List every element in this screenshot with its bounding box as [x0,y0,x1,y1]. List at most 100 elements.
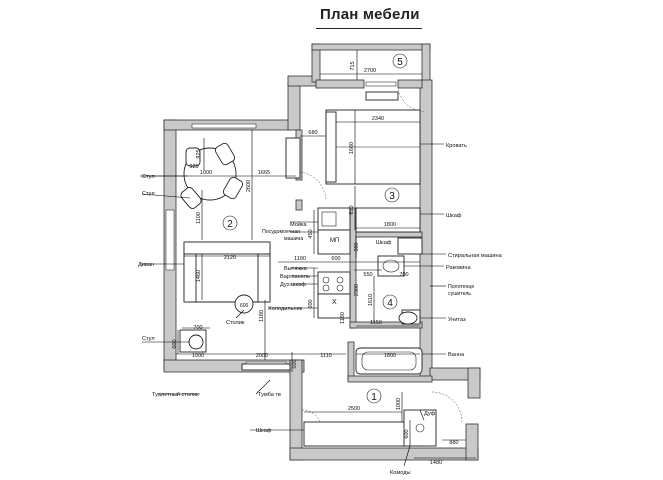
dim-label: 2600 [246,180,252,192]
label-chair-2: Стул [142,191,155,197]
dim-label: 1800 [384,222,396,228]
wall-step-bedroom [287,81,301,131]
bedroom-wardrobe [355,207,421,233]
bathtub [355,347,423,375]
dim-label: 680 [308,130,317,136]
door-swing-entrance [431,391,463,423]
furniture [179,91,437,447]
dim-label: 700 [399,272,408,278]
washing-machine [397,237,423,255]
dim-label: 500 [292,359,298,368]
label-sofa: Диван [138,262,154,268]
dim-label: 1180 [259,310,265,322]
room-number-3: 3 [389,191,395,202]
dim-label: 600 [172,339,178,348]
sofa-back [183,241,271,255]
label-dressers: Комоды [390,470,411,476]
label-hood: Вытяжка [284,266,308,272]
label-side-table-size: 600 [240,303,249,309]
label-microwave: МП [330,238,339,244]
dim-label: 1000 [396,398,402,410]
dim-label: 2500 [348,406,360,412]
wall-living-bedroom-2 [295,199,303,211]
dim-label: 880 [449,440,458,446]
window-living-top [191,123,257,129]
label-oven-symbol: Х [332,299,337,306]
label-fridge: Холодильник [268,306,303,312]
dim-label: 2120 [224,255,236,261]
toilet-bowl [398,311,418,325]
side-table [234,294,254,314]
bathroom-sink-bowl [382,259,400,273]
dim-label: 600 [331,256,340,262]
burner-2 [336,276,344,284]
furniture-labels: Кровать Шкаф Стиральная машина Раковина … [138,143,503,476]
dim-label: 1610 [368,294,374,306]
sofa-arm-right [257,253,271,303]
burner-4 [336,284,344,292]
kitchen-sink [317,207,351,231]
hall-chest [403,409,437,447]
label-cooktop: Вар.панель [280,274,310,280]
door-swing-balcony [397,85,427,113]
dimension-labels: 2700 715 680 2340 1660 925 925 1000 1665… [172,61,459,466]
dim-label: 1800 [384,353,396,359]
wall-balcony-top [311,43,431,51]
dim-label: 1180 [340,312,346,324]
hall-pouf [415,423,425,433]
chair-1 [214,142,236,166]
dim-label: 600 [404,429,410,438]
bed-headboard [325,111,337,183]
leader-lines [140,143,446,467]
dim-label: 700 [193,325,202,331]
label-side-table: Столик [226,320,245,326]
window-living-left [165,209,175,271]
label-kitchen-sink: Мойка [290,221,308,228]
dim-label: 1000 [192,353,204,359]
room-markers: 5 3 2 4 1 [222,53,408,404]
page-title: План мебели [320,6,420,23]
burner-3 [322,284,330,292]
dim-label: 380 [354,242,360,251]
room-marker-3 [384,187,400,203]
label-hall-wardrobe: Шкаф [256,428,272,434]
dim-label: 1190 [294,256,306,262]
dim-label: 2000 [256,353,268,359]
dim-label: 2700 [364,68,376,74]
label-bedroom-wardrobe: Шкаф [446,213,462,219]
label-kitchen-wardrobe: Шкаф [376,240,392,246]
label-chair-bottom: Стул [142,336,155,342]
cooktop [317,271,351,295]
label-bathtub: Ванна [448,352,465,358]
label-dishwasher-1: Посудомоечная [262,229,300,235]
dishwasher [317,229,351,255]
label-sink: Раковина [446,265,471,271]
room-marker-2 [222,215,238,231]
room-marker-4 [382,294,398,310]
oven-fridge [317,293,351,319]
room-marker-5 [392,53,408,69]
label-pouf: Дуф [424,411,436,417]
wall-left-hall [289,359,303,461]
dim-label: 2340 [372,116,384,122]
label-toilet: Унитаз [448,317,466,323]
dim-label: 610 [349,205,355,214]
dim-label: 925 [189,164,198,170]
label-towel-dryer-2: сушитель [448,291,471,297]
kitchen-sink-bowl [321,211,337,227]
balcony-shelf [365,91,399,101]
door-swing-living [299,171,327,201]
dim-label: 600 [308,299,314,308]
label-oven: Дух.шкаф [280,282,306,288]
room-number-5: 5 [397,57,403,68]
room-marker-1 [366,388,382,404]
wall-balcony-bottom-right [397,79,423,89]
dim-label: 1150 [370,320,382,326]
window-bedroom [365,81,397,87]
dim-label: 1480 [430,460,442,466]
title-underline [316,28,422,29]
dim-label: 1460 [196,270,202,282]
room-number-4: 4 [387,298,393,309]
wall-bath-bottom [347,375,433,383]
